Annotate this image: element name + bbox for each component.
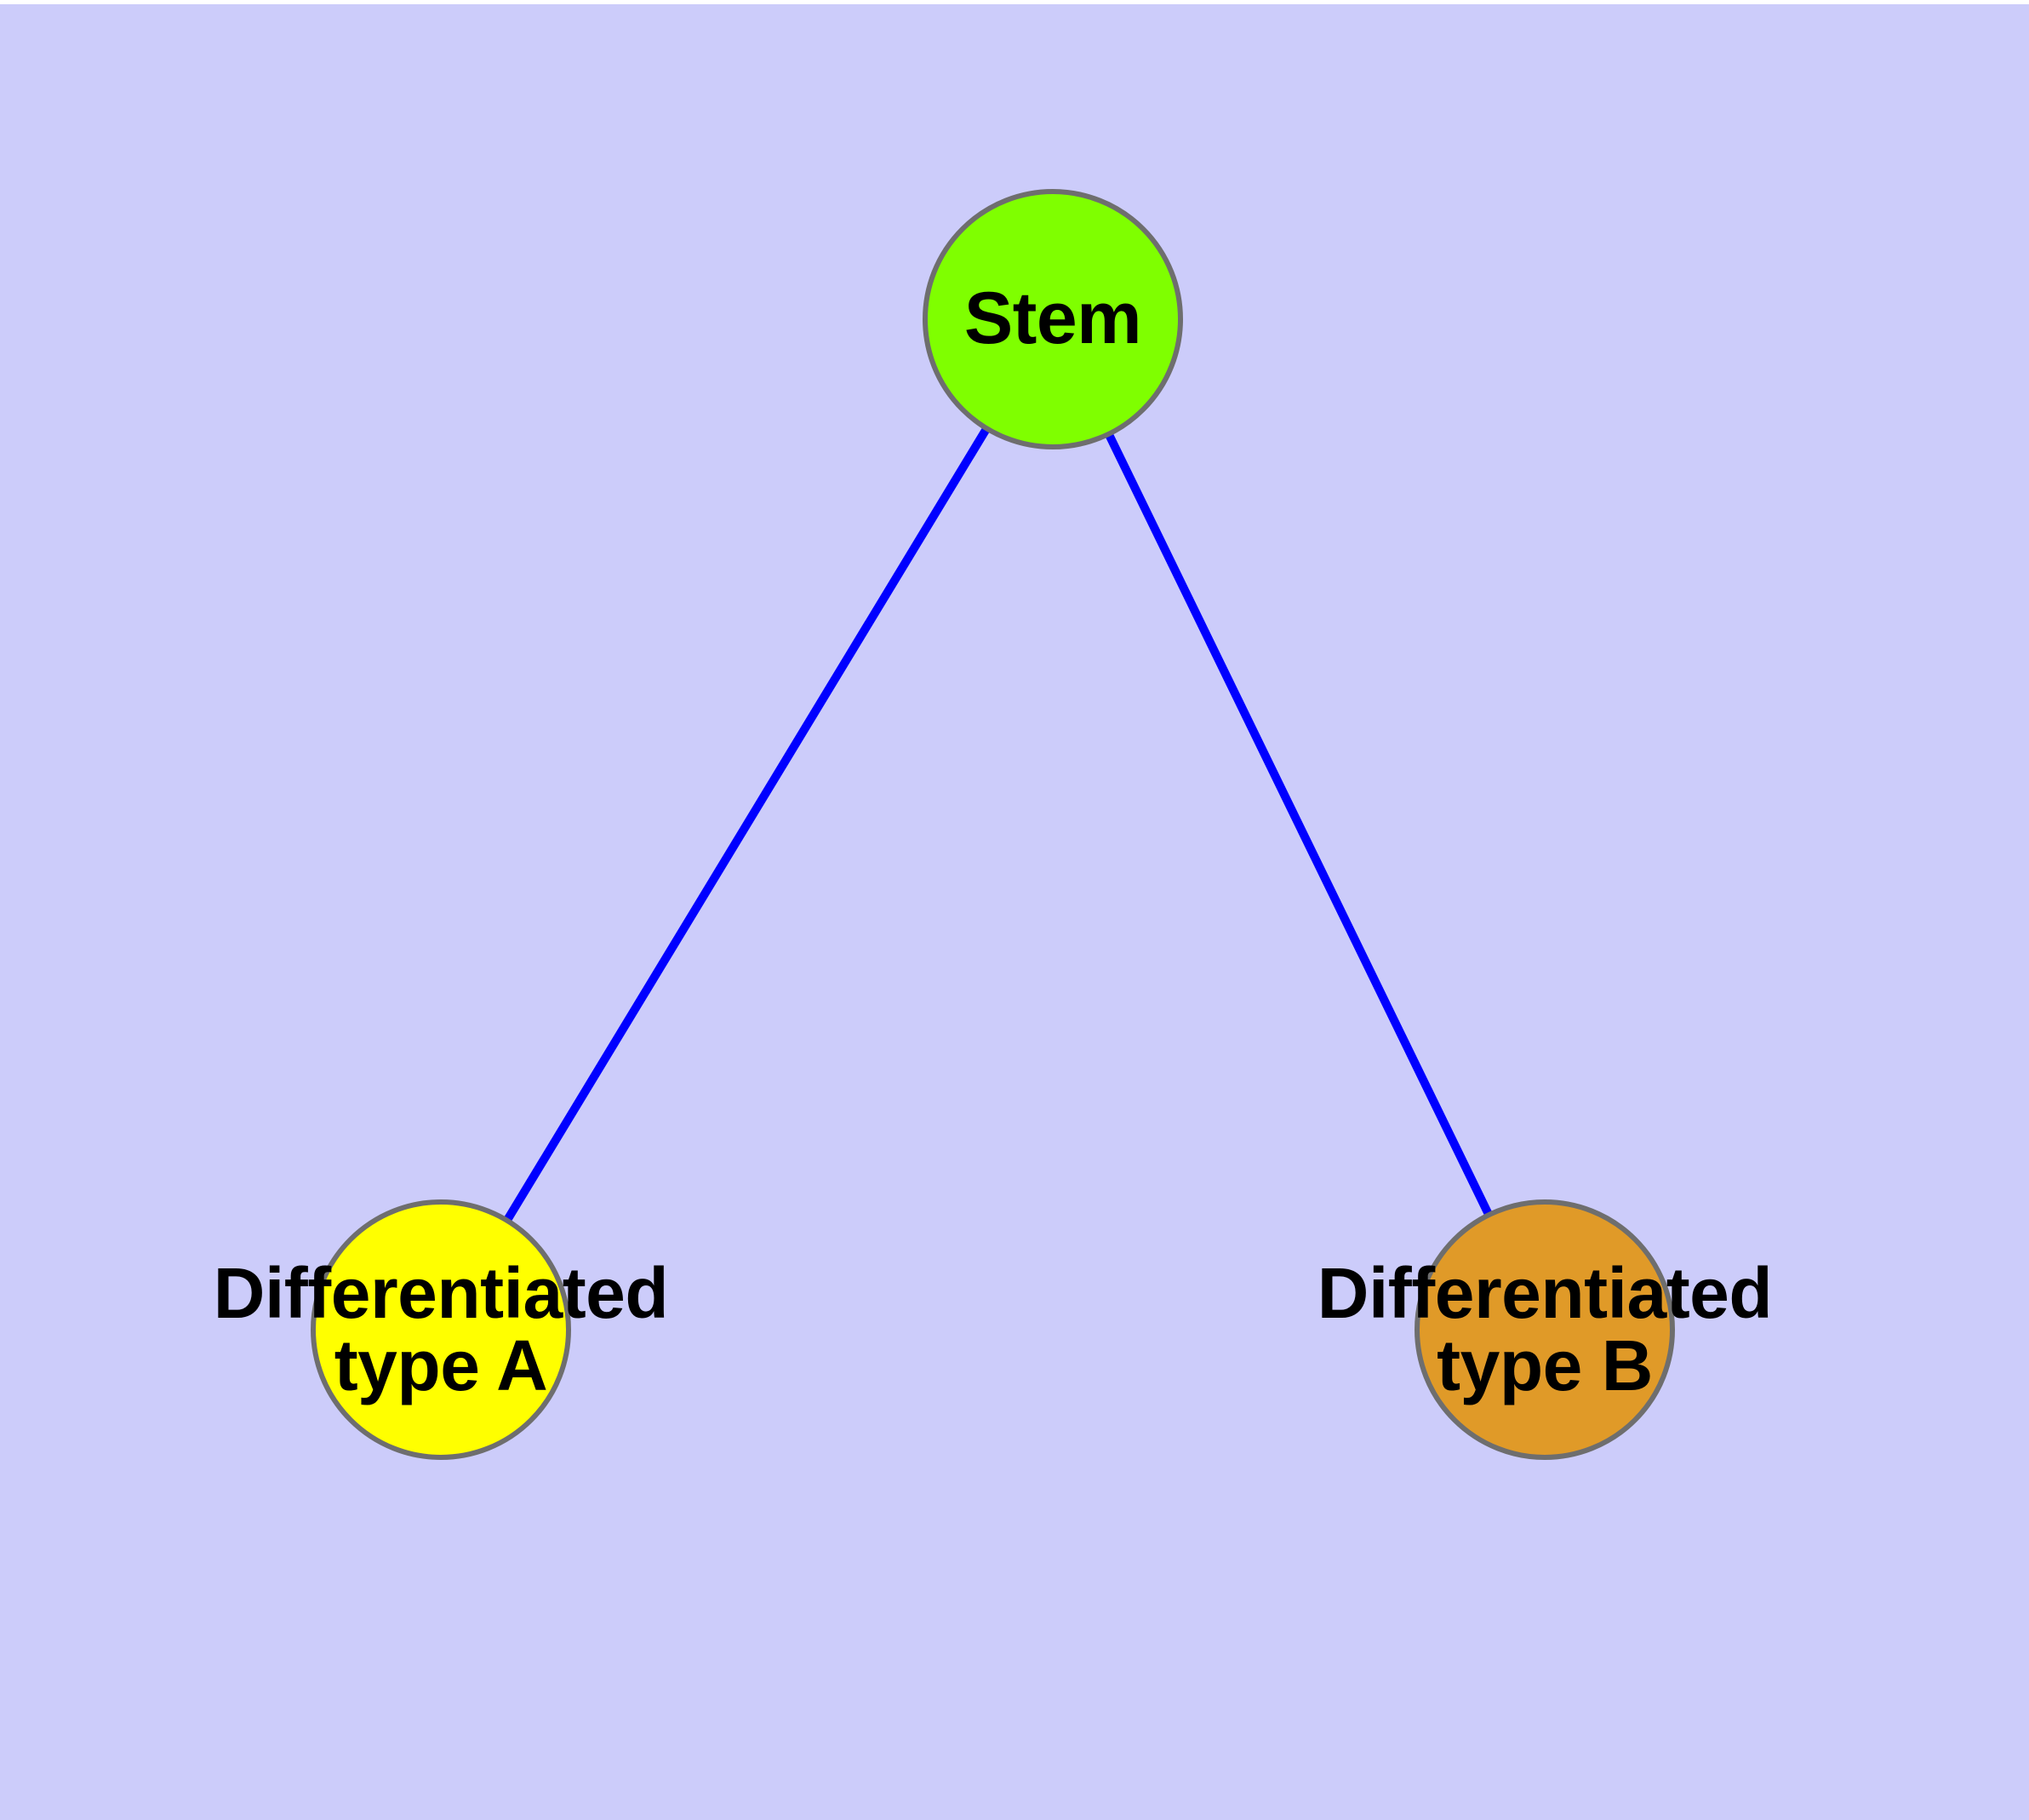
node-layer (311, 189, 1675, 1460)
node-diff_b[interactable] (1415, 1199, 1675, 1460)
node-stem[interactable] (923, 189, 1183, 449)
node-diff_a[interactable] (311, 1199, 571, 1460)
edge-stem-to-a[interactable] (503, 426, 991, 1223)
edge-stem-to-b[interactable] (1105, 432, 1493, 1217)
edge-layer (503, 426, 1493, 1223)
